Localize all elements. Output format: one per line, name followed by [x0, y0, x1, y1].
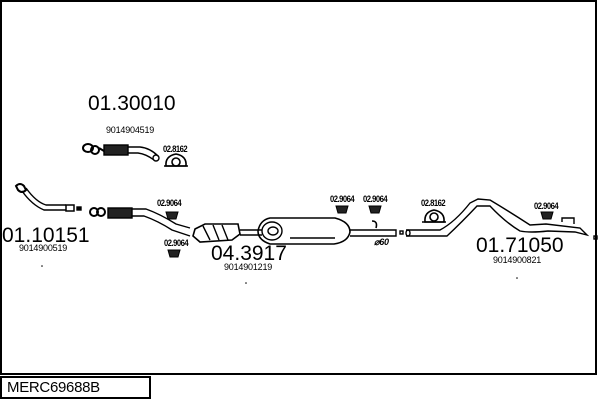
diagram-code: MERC69688B: [7, 379, 100, 396]
diagram-code-box: MERC69688B: [0, 376, 151, 399]
hanger-02-9064-d: [368, 205, 382, 214]
hanger-02-9064-a: [165, 211, 179, 220]
fitting-clamp-02-8162-b: [422, 209, 446, 223]
fitting-ref-02-8162-a: 02.8162: [163, 144, 188, 154]
pipe-01-71050: [405, 198, 598, 240]
fitting-ref-02-8162-b: 02.8162: [421, 198, 446, 208]
diameter-label: ⌀60: [374, 237, 389, 247]
diagram-frame: [0, 0, 597, 375]
oem-number-04-3917: 9014901219: [224, 262, 273, 272]
fitting-ref-02-9064-c: 02.9064: [330, 194, 355, 204]
part-number-01-30010: 01.30010: [88, 92, 176, 115]
oem-number-01-10151: 9014900519: [19, 243, 68, 253]
fitting-clamp-02-8162-a: [164, 153, 188, 167]
part-number-01-71050: 01.71050: [476, 234, 564, 257]
fitting-ref-02-9064-b: 02.9064: [164, 238, 189, 248]
hanger-02-9064-c: [335, 205, 349, 214]
muffler-04-3917: [192, 217, 404, 245]
pipe-intermediate: [89, 207, 191, 237]
hanger-02-9064-b: [167, 249, 181, 258]
oem-number-01-71050: 9014900821: [493, 255, 542, 265]
part-number-04-3917: 04.3917: [211, 242, 287, 265]
fitting-ref-02-9064-e: 02.9064: [534, 201, 559, 211]
oem-number-01-30010: 9014904519: [106, 125, 155, 135]
fitting-ref-02-9064-a: 02.9064: [157, 198, 182, 208]
hanger-02-9064-e: [540, 211, 554, 220]
pipe-01-30010: [82, 143, 160, 162]
pipe-01-10151: [14, 183, 82, 212]
fitting-ref-02-9064-d: 02.9064: [363, 194, 388, 204]
part-number-01-10151: 01.10151: [2, 224, 90, 247]
